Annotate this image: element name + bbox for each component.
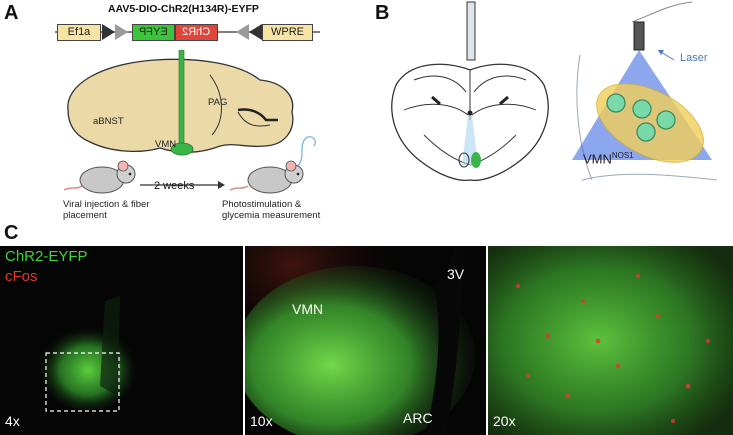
nos1-superscript: NOS1: [611, 151, 634, 160]
neuron-icon: [632, 99, 652, 119]
vmn-blob: [170, 142, 194, 156]
vmn-label: VMN: [155, 139, 177, 150]
construct-title: AAV5-DIO-ChR2(H134R)-EYFP: [108, 3, 259, 15]
panel-label-c: C: [4, 222, 19, 244]
micrograph-4x: ChR2-EYFP cFos 4x: [0, 246, 243, 435]
step2-line2: glycemia measurement: [222, 210, 321, 221]
optic-fiber: [178, 50, 185, 146]
neuron-icon: [656, 110, 676, 130]
fiber-tip-icon: [633, 21, 645, 51]
arc-label: ARC: [403, 410, 433, 426]
mag-20x-label: 20x: [493, 413, 516, 429]
legend-chr2-eyfp: ChR2-EYFP: [5, 248, 88, 265]
mouse-icon: [63, 160, 136, 194]
mouse-with-fiber-icon: [229, 136, 316, 194]
vmn-label-10x: VMN: [292, 301, 324, 317]
eyfp-box: EYFP: [132, 24, 175, 41]
vmn-main-label: VMN: [583, 151, 612, 167]
interval-label: 2 weeks: [154, 180, 195, 192]
neuron-icon: [636, 122, 656, 142]
laser-schematic: [572, 1, 718, 181]
lox2272-triangle-icon: [236, 24, 249, 40]
timeline-arrow: [140, 181, 225, 189]
mag-10x-label: 10x: [250, 413, 273, 429]
ef1a-box: Ef1a: [57, 24, 101, 41]
step2-line1: Photostimulation &: [222, 199, 302, 210]
third-ventricle-label: 3V: [447, 266, 465, 282]
eyfp-label: EYFP: [139, 26, 168, 38]
pag-label: PAG: [208, 97, 228, 108]
vmn-nos1-label: VMNNOS1: [583, 151, 634, 166]
micrograph-20x: 20x: [488, 246, 733, 435]
sagittal-brain-diagram: [67, 50, 294, 156]
step1-line1: Viral injection & fiber: [63, 199, 150, 210]
neuron-icon: [606, 93, 626, 113]
step1-line2: placement: [63, 210, 107, 221]
loxp-triangle-icon: [102, 24, 115, 40]
coronal-section-diagram: [391, 1, 549, 182]
optic-fiber: [466, 1, 476, 61]
legend-cfos: cFos: [5, 268, 38, 285]
lox2272-triangle-icon: [115, 24, 128, 40]
zoom-region-box: [45, 352, 120, 412]
loxp-triangle-icon: [249, 24, 262, 40]
panel-label-a: A: [4, 2, 19, 24]
micrograph-10x: VMN 3V ARC 10x: [245, 246, 486, 435]
mag-4x-label: 4x: [5, 413, 20, 429]
panel-label-b: B: [375, 2, 390, 24]
chr2-box: ChR2: [175, 24, 218, 41]
wpre-box: WPRE: [262, 24, 313, 41]
laser-label: Laser: [680, 52, 708, 64]
chr2-label: ChR2: [182, 26, 211, 38]
abnst-label: aBNST: [93, 116, 124, 127]
